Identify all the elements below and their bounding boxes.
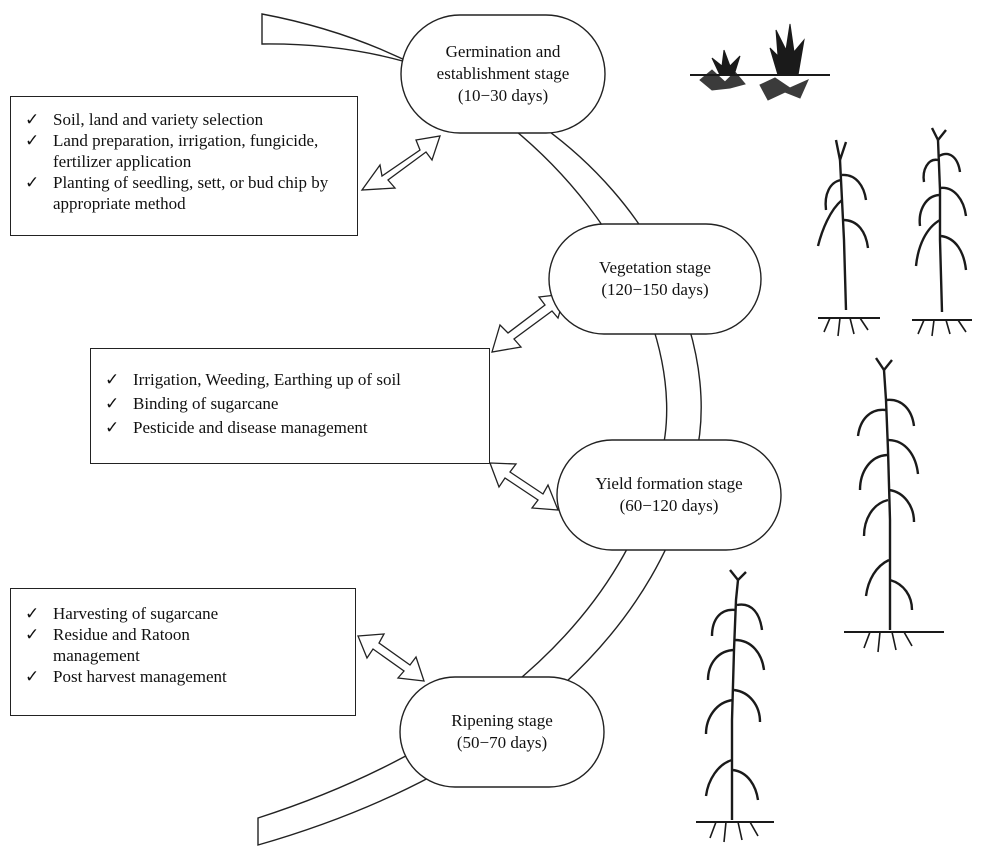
stage-duration: (120−150 days) — [601, 280, 709, 299]
stage-name: Vegetation stage — [599, 258, 711, 277]
double-arrow-1 — [360, 135, 441, 191]
check-icon: ✓ — [25, 604, 40, 623]
stage-name: Ripening stage — [451, 711, 553, 730]
practice-box-ripening: ✓Harvesting of sugarcane ✓Residue and Ra… — [10, 588, 356, 716]
check-icon: ✓ — [25, 667, 40, 686]
stage-duration: (60−120 days) — [619, 496, 719, 515]
stage-duration: (10−30 days) — [457, 86, 549, 105]
check-icon: ✓ — [25, 173, 40, 192]
list-item: ✓Planting of seedling, sett, or bud chip… — [25, 173, 329, 213]
list-item: ✓Pesticide and disease management — [105, 418, 368, 437]
stage-duration: (50−70 days) — [456, 733, 548, 752]
list-item: ✓Harvesting of sugarcane — [25, 604, 219, 623]
list-item: ✓Post harvest management — [25, 667, 227, 686]
stage-name: Germination and establishment stage — [436, 42, 570, 83]
stage-pill-yield-formation — [556, 439, 782, 551]
check-icon: ✓ — [105, 370, 120, 389]
stage-label-ripening: Ripening stage (50−70 days) — [400, 677, 604, 787]
seedling-icon — [690, 23, 830, 101]
stage-label-vegetation: Vegetation stage (120−150 days) — [549, 224, 761, 334]
ripe-sugarcane-icon — [696, 569, 774, 843]
double-arrow-4 — [357, 633, 425, 682]
list-item: ✓Binding of sugarcane — [105, 394, 279, 413]
stage-label-germination: Germination and establishment stage (10−… — [401, 15, 605, 133]
stage-pill-germination — [400, 14, 606, 134]
practice-list: ✓Soil, land and variety selection ✓Land … — [25, 109, 347, 214]
practice-list: ✓Irrigation, Weeding, Earthing up of soi… — [105, 369, 479, 438]
stage-pill-vegetation — [548, 223, 762, 335]
practice-box-establishment: ✓Soil, land and variety selection ✓Land … — [10, 96, 358, 236]
check-icon: ✓ — [25, 625, 40, 644]
young-sugarcane-icon — [816, 127, 972, 337]
list-item: ✓Land preparation, irrigation, fungicide… — [25, 131, 319, 171]
check-icon: ✓ — [105, 418, 120, 437]
list-item: ✓Soil, land and variety selection — [25, 110, 264, 129]
list-item: ✓Irrigation, Weeding, Earthing up of soi… — [105, 370, 401, 389]
check-icon: ✓ — [105, 394, 120, 413]
check-icon: ✓ — [25, 110, 40, 129]
stage-name: Yield formation stage — [595, 474, 743, 493]
mature-sugarcane-icon — [844, 357, 944, 653]
check-icon: ✓ — [25, 131, 40, 150]
stage-label-yield-formation: Yield formation stage (60−120 days) — [557, 440, 781, 550]
stage-pill-ripening — [399, 676, 605, 788]
practice-list: ✓Harvesting of sugarcane ✓Residue and Ra… — [25, 603, 345, 687]
double-arrow-3 — [489, 462, 559, 511]
practice-box-vegetation: ✓Irrigation, Weeding, Earthing up of soi… — [90, 348, 490, 464]
list-item: ✓Residue and Ratoon management — [25, 625, 190, 665]
